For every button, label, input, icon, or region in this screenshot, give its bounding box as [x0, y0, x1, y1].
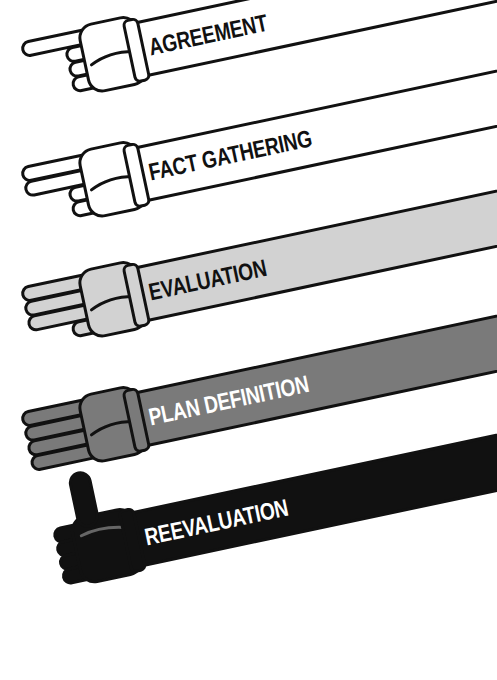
arm-band-shape	[120, 399, 497, 568]
arm-band-shape	[124, 154, 497, 323]
arm-band-shape	[124, 279, 497, 448]
raised-thumb	[68, 471, 99, 528]
arm-band-shape	[124, 0, 497, 78]
cuff	[123, 143, 150, 207]
cuff	[119, 508, 146, 572]
arm-band-shape	[124, 34, 497, 203]
cuff	[123, 263, 150, 327]
cuff	[123, 18, 150, 82]
cuff	[123, 388, 150, 452]
